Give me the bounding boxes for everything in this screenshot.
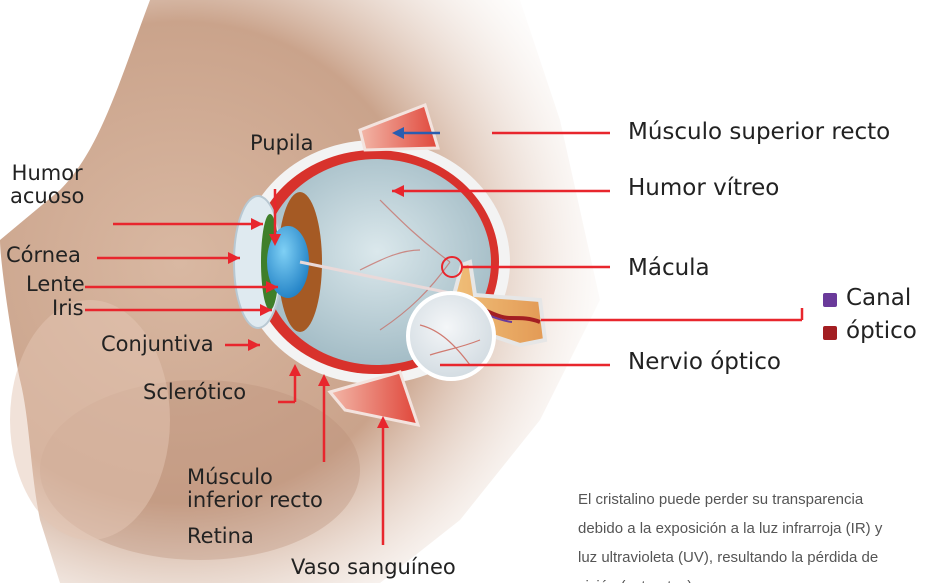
note-line: visión (cataratas). <box>578 572 934 583</box>
label-musculo-inferior-line2: inferior recto <box>187 489 323 512</box>
note-line: El cristalino puede perder su transparen… <box>578 485 934 514</box>
label-musculo-inferior: Músculo inferior recto <box>187 466 323 512</box>
legend-label-optico: óptico <box>846 319 917 344</box>
label-sclerotico: Sclerótico <box>143 381 246 404</box>
label-humor-acuoso: Humor acuoso <box>10 162 84 208</box>
note-line: luz ultravioleta (UV), resultando la pér… <box>578 543 934 572</box>
label-nervio-optico: Nervio óptico <box>628 350 781 375</box>
label-musculo-superior: Músculo superior recto <box>628 120 890 145</box>
label-humor-vitreo: Humor vítreo <box>628 176 779 201</box>
note-line: debido a la exposición a la luz infrarro… <box>578 514 934 543</box>
label-humor-acuoso-line1: Humor <box>10 162 84 185</box>
label-macula: Mácula <box>628 256 710 281</box>
legend-swatch-canal <box>823 293 837 307</box>
label-retina: Retina <box>187 525 254 548</box>
label-iris: Iris <box>52 297 84 320</box>
label-cornea: Córnea <box>6 244 81 267</box>
label-vaso-sanguineo: Vaso sanguíneo <box>291 556 456 579</box>
label-conjuntiva: Conjuntiva <box>101 333 214 356</box>
legend-label-canal: Canal <box>846 286 911 311</box>
legend-swatch-optico <box>823 326 837 340</box>
label-lente: Lente <box>26 273 85 296</box>
cataract-note: El cristalino puede perder su transparen… <box>578 485 934 583</box>
label-pupila: Pupila <box>250 132 313 155</box>
label-humor-acuoso-line2: acuoso <box>10 185 84 208</box>
label-musculo-inferior-line1: Músculo <box>187 466 323 489</box>
